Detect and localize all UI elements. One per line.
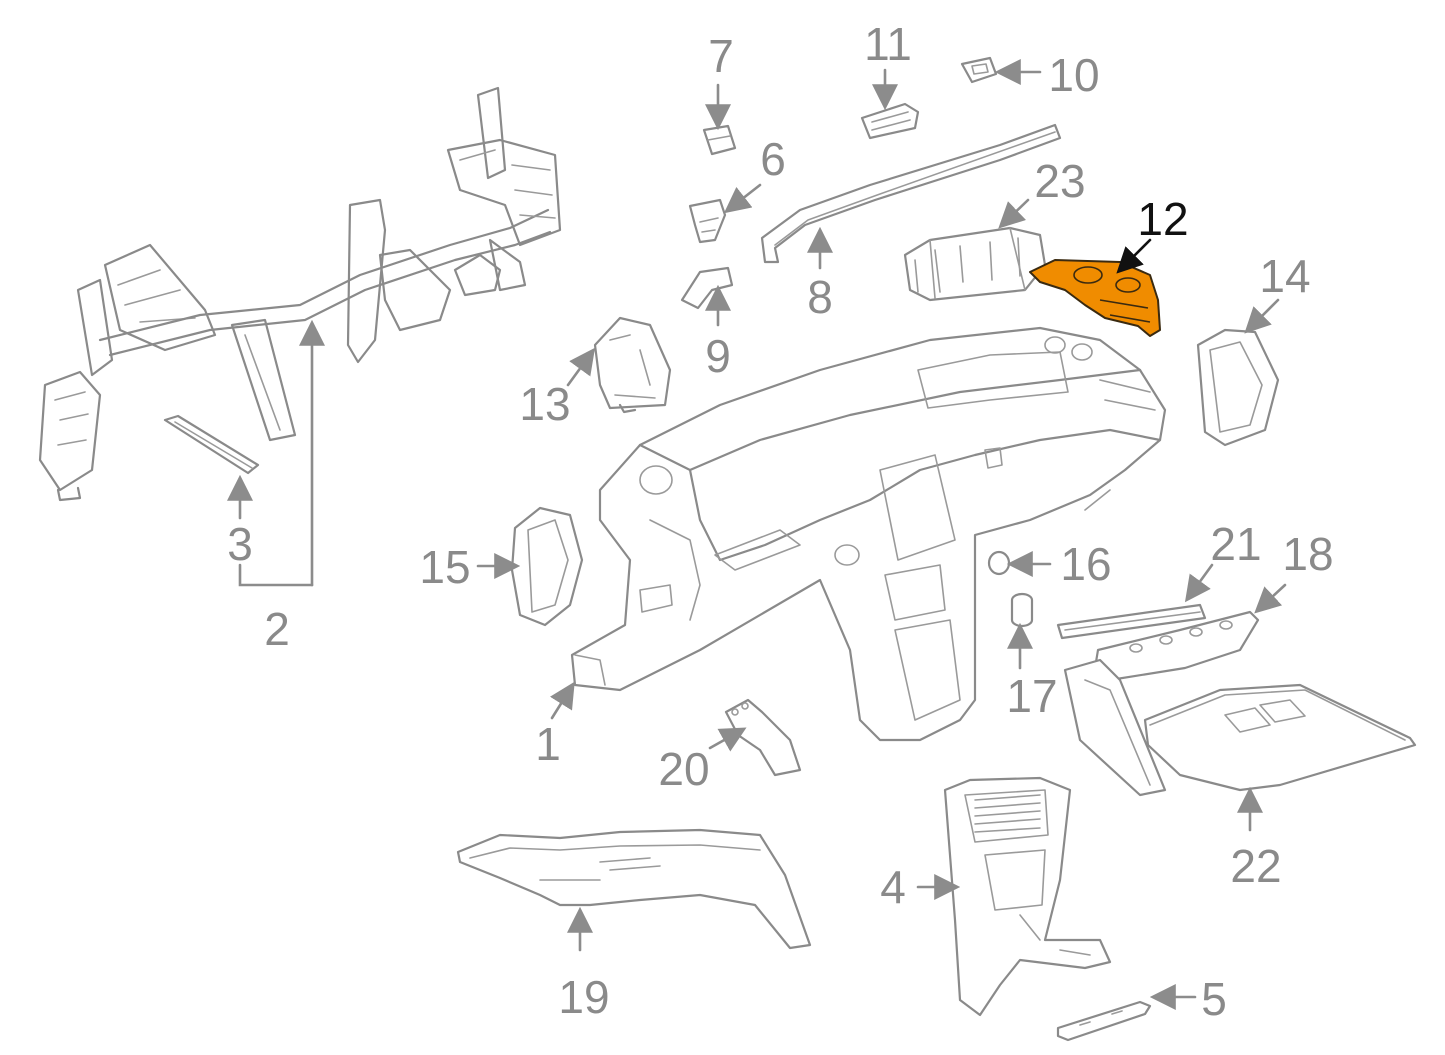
callout-9: 9 (705, 330, 731, 382)
callout-22: 22 (1230, 840, 1281, 892)
part-18-glove-box-door (1063, 610, 1260, 797)
callout-14: 14 (1259, 250, 1310, 302)
part-17-knob (1010, 592, 1034, 628)
leader-6 (723, 183, 762, 214)
callout-3: 3 (227, 518, 253, 570)
part-23-vent (903, 226, 1047, 302)
part-15-left-vent (510, 506, 584, 627)
callout-10: 10 (1048, 49, 1099, 101)
part-16-knob (987, 550, 1011, 576)
callout-7: 7 (708, 30, 734, 82)
callout-18: 18 (1282, 528, 1333, 580)
callout-19: 19 (558, 971, 609, 1023)
part-2-crossmember (38, 86, 562, 502)
callout-12: 12 (1137, 193, 1188, 245)
callout-13: 13 (519, 378, 570, 430)
part-11-vent (860, 102, 920, 140)
part-1-instrument-panel (570, 326, 1167, 742)
part-4-console-bracket (943, 776, 1112, 1017)
leader-18 (1254, 583, 1287, 614)
callout-8: 8 (807, 271, 833, 323)
part-19-knee-bolster (456, 828, 812, 950)
part-12-highlighted-trim (1029, 259, 1161, 337)
part-8-trim-strip (760, 123, 1062, 264)
callout-11: 11 (864, 18, 912, 70)
callout-16: 16 (1060, 538, 1111, 590)
part-10-switch (960, 56, 998, 84)
part-20-bracket (724, 698, 802, 777)
callout-20: 20 (658, 743, 709, 795)
part-7-clip (702, 124, 737, 156)
callout-numbers: 1 2 3 4 5 6 7 8 9 10 11 12 13 14 15 16 1… (227, 18, 1333, 1025)
part-9-bracket (680, 266, 734, 310)
callout-1: 1 (535, 718, 561, 770)
part-3-strip (163, 414, 260, 475)
part-5-bracket (1056, 1000, 1152, 1042)
leader-12 (1116, 238, 1152, 274)
part-21-strip (1056, 603, 1207, 640)
callout-21: 21 (1210, 518, 1261, 570)
callout-2: 2 (264, 603, 290, 655)
callout-4: 4 (880, 861, 906, 913)
callout-6: 6 (760, 133, 786, 185)
part-6-clip (688, 198, 727, 244)
callout-23: 23 (1034, 155, 1085, 207)
leader-2-bracket (238, 563, 314, 587)
leader-lines (227, 59, 1287, 1010)
leader-23 (998, 198, 1030, 229)
leader-1 (549, 681, 575, 720)
part-14-side-vent (1196, 328, 1280, 447)
leader-13 (566, 347, 596, 387)
part-13-column-cover (593, 316, 672, 414)
leader-14 (1244, 298, 1280, 334)
part-22-glove-box (1143, 683, 1417, 792)
callout-5: 5 (1201, 973, 1227, 1025)
callout-17: 17 (1006, 670, 1057, 722)
leader-20 (708, 727, 747, 752)
callout-15: 15 (419, 541, 470, 593)
leader-21 (1184, 563, 1214, 603)
